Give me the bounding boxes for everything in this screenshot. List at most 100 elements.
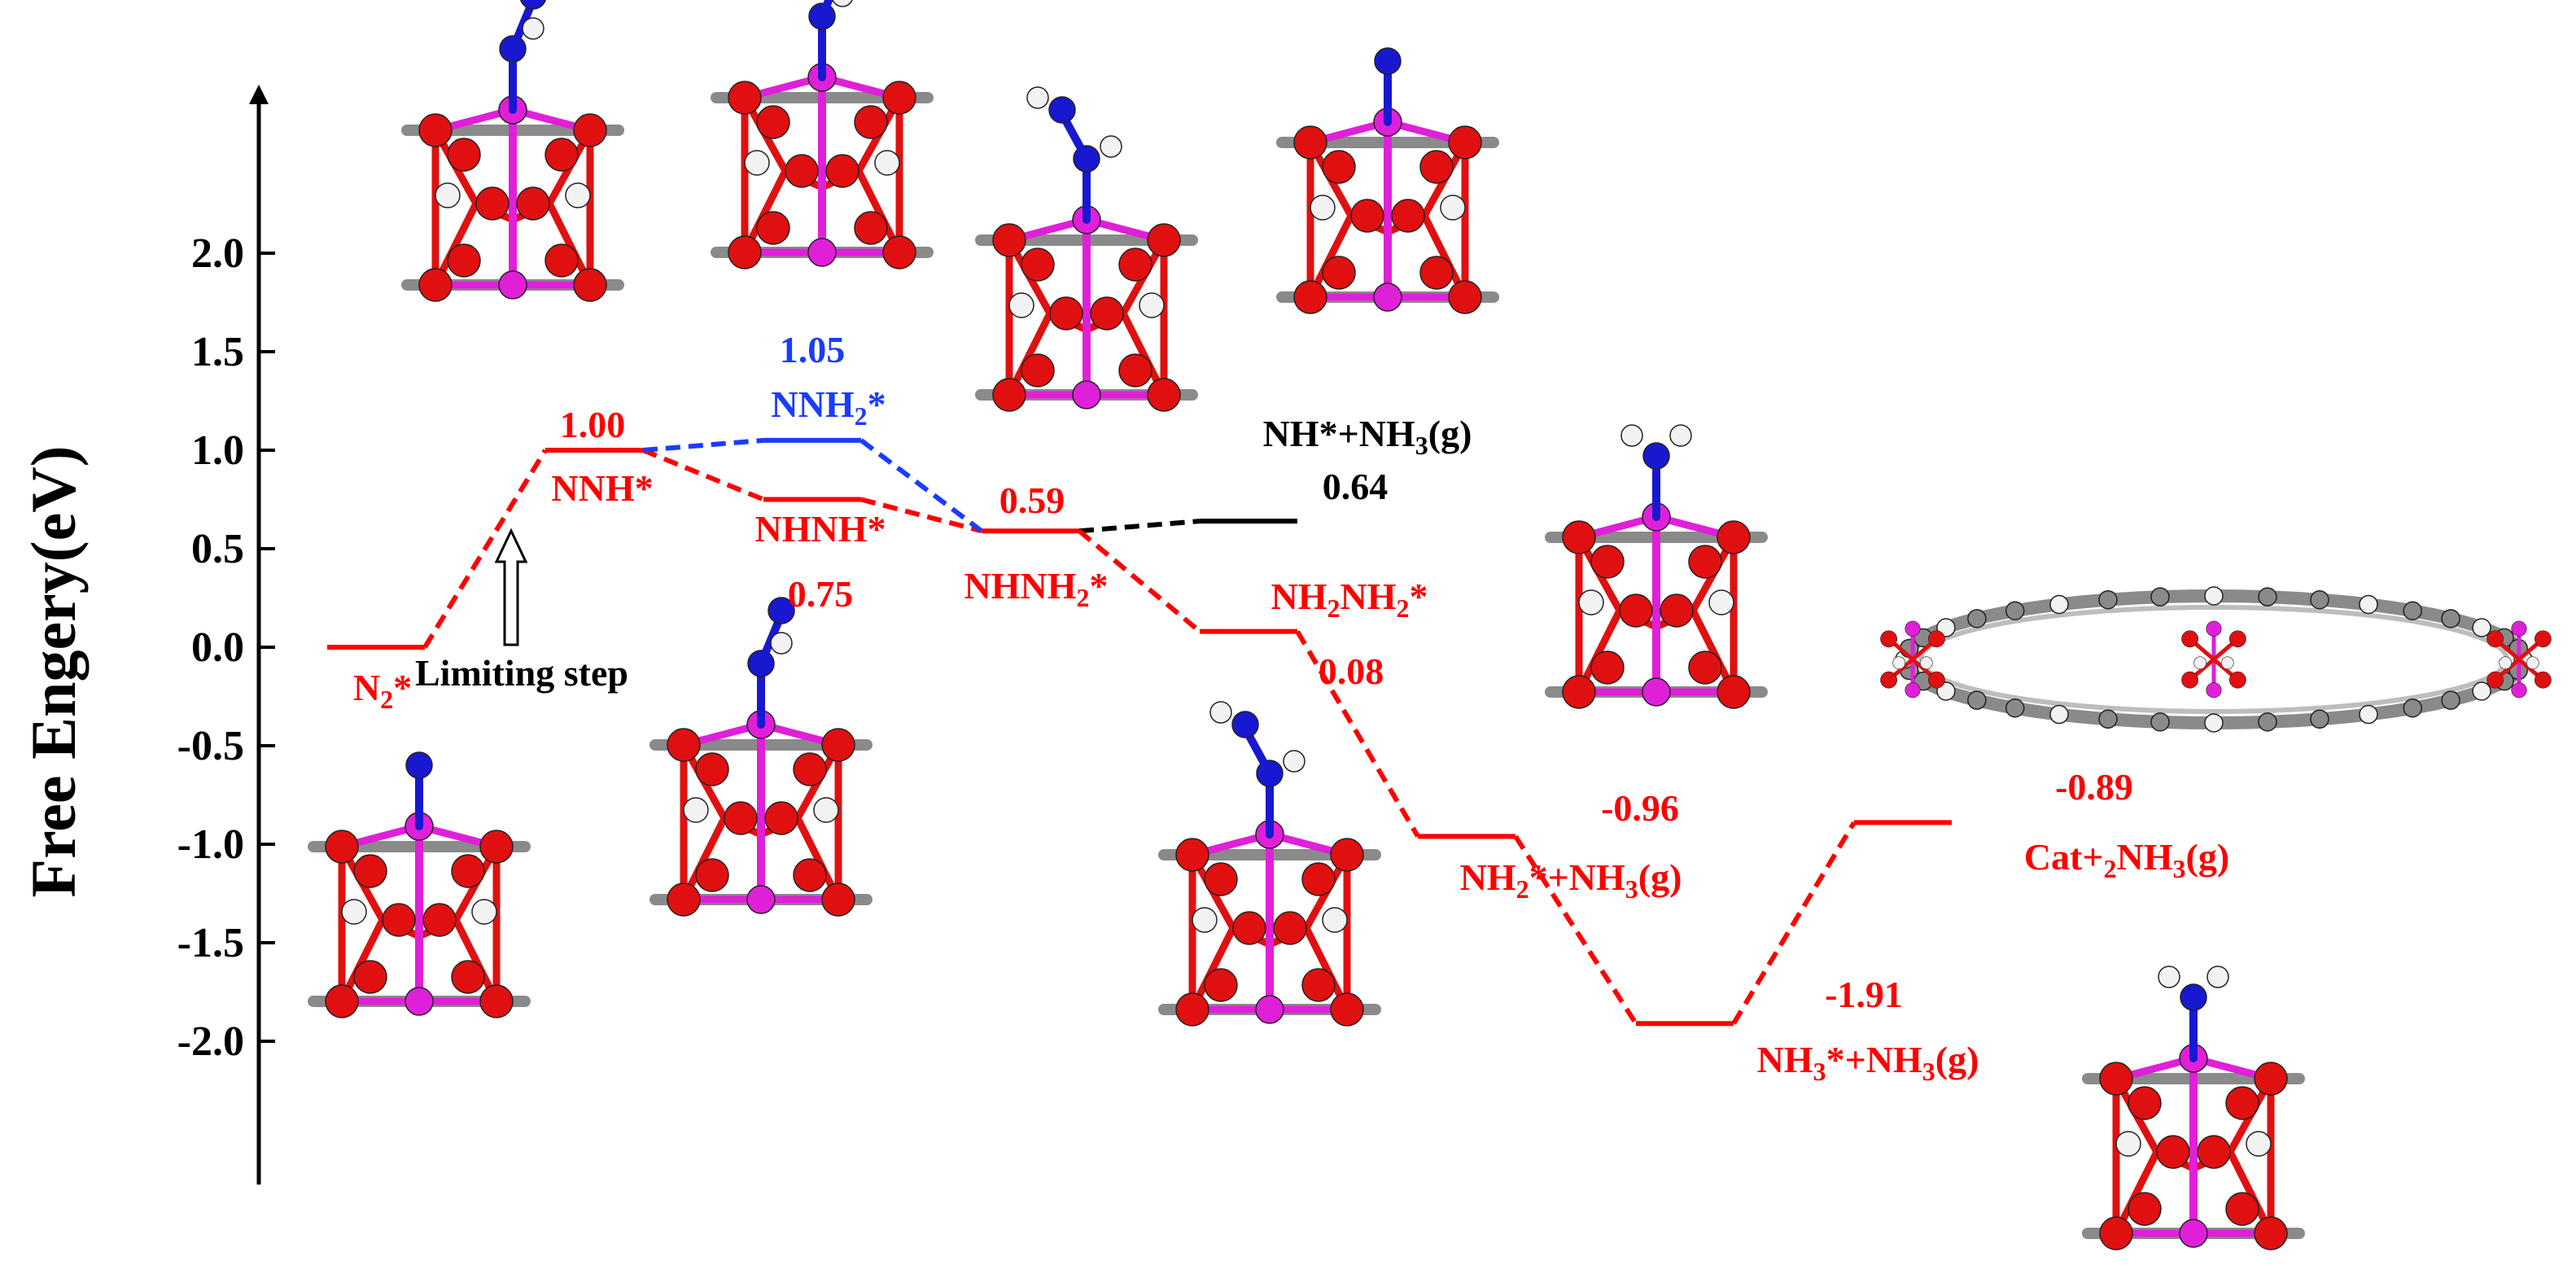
name-part: NH*+NH [1263,413,1415,454]
y-tick-label: 0.5 [191,526,244,572]
subscript: 2 [380,685,393,714]
value-label-nhnh2: 0.59 [999,480,1065,521]
oxygen-atom [1118,247,1152,282]
oxygen-atom [516,186,550,221]
oxygen-atom [451,854,485,888]
hydrogen-atom [1192,907,1218,933]
structure-nh2nh2 [1158,701,1381,1027]
oxygen-atom [2099,1216,2133,1250]
name-part: NNH [771,383,854,425]
ring-atom [2472,681,2491,701]
oxygen-atom [1204,862,1238,896]
name-part: NH [1340,576,1397,617]
metal-atom [1072,380,1101,409]
oxygen-atom [1928,630,1945,648]
oxygen-atom [1880,630,1897,648]
oxygen-atom [1049,296,1083,331]
oxygen-atom [882,235,916,269]
name-part: NNH* [551,467,653,509]
ring-atom [2258,712,2277,732]
name-part: (g) [1638,856,1682,898]
hydrogen-atom [770,632,793,655]
metal-atom [1905,620,1921,637]
connector-lines [422,437,1857,1025]
oxygen-atom [545,243,579,278]
oxygen-atom [325,984,359,1018]
oxygen-atom [479,830,514,864]
hydrogen-atom [2526,656,2539,670]
ring-atom [2098,589,2118,610]
subscript: 3 [1625,874,1638,904]
name-part: (g) [1935,1039,1979,1080]
metal-atom [1905,682,1921,698]
nitrogen-atom [1048,96,1076,124]
structure-nhnh2 [975,86,1198,412]
nitrogen-atom [1642,442,1670,470]
hydrogen-atom [1708,589,1734,615]
oxygen-atom [2486,671,2504,689]
oxygen-atom [447,243,481,278]
state-name-nhnh: NHNH* [755,508,886,550]
value-label-nh2_nh3: -0.96 [1601,787,1679,829]
connector-nh3_nh3-cat [1731,821,1857,1025]
ring-atom [2403,698,2423,718]
hydrogen-atom [1283,750,1305,773]
oxygen-atom [785,154,819,188]
subscript: 3 [1813,1057,1826,1086]
oxygen-atom [1880,671,1897,689]
state-name-nh2_nh3: NH2​*+NH3​(g) [1460,856,1682,904]
oxygen-atom [1175,838,1209,872]
oxygen-atom [2534,671,2552,689]
y-tick-label: -2.0 [177,1018,244,1065]
oxygen-atom [325,830,359,864]
connector-nhnh-nhnh2 [860,497,982,534]
oxygen-atom [2128,1086,2162,1120]
ring-atom [2403,601,2423,620]
ring-atom [2258,587,2277,607]
oxygen-atom [2099,1062,2133,1096]
y-ticks: 2.01.51.00.50.0-0.5-1.0-1.5-2.0 [177,230,275,1065]
oxygen-atom [1301,862,1336,896]
oxygen-atom [418,113,453,147]
oxygen-atom [353,960,387,994]
molecular-structures [308,0,2552,1250]
hydrogen-atom [1209,701,1232,724]
oxygen-atom [1419,256,1454,290]
hydrogen-atom [1322,907,1348,933]
hydrogen-atom [1026,86,1049,109]
subscript: 3 [2173,854,2186,883]
oxygen-atom [2225,1192,2259,1226]
metal-atom [807,238,837,267]
oxygen-atom [382,903,416,937]
catalyst-metal-node [2181,620,2246,698]
oxygen-atom [1688,545,1722,579]
hydrogen-atom [1440,195,1466,221]
ring-atom [2441,609,2460,628]
metal-atom [2511,682,2527,698]
limiting-step-label: Limiting step [415,652,628,694]
oxygen-atom [882,81,916,115]
oxygen-atom [695,752,729,786]
hydrogen-atom [874,150,900,176]
metal-atom [2206,682,2222,698]
catalyst-metal-node [2486,620,2552,698]
oxygen-atom [1590,545,1625,579]
oxygen-atom [821,728,855,762]
oxygen-atom [992,223,1026,257]
energy-levels [327,437,1952,1027]
oxygen-atom [573,268,607,302]
oxygen-atom [1273,911,1307,945]
oxygen-atom [418,268,453,302]
ring-atom [2098,709,2118,729]
oxygen-atom [1322,150,1356,184]
hydrogen-atom [832,0,853,7]
oxygen-atom [2156,1135,2190,1169]
connector-nnh-nnh2 [642,437,764,453]
oxygen-atom [1717,520,1751,554]
connector-nh2nh2-nh2_nh3 [1295,630,1420,838]
oxygen-atom [447,138,481,172]
oxygen-atom [1350,199,1384,233]
hydrogen-atom [1310,195,1336,221]
connector-n2-nnh [422,449,548,649]
oxygen-atom [821,882,855,917]
